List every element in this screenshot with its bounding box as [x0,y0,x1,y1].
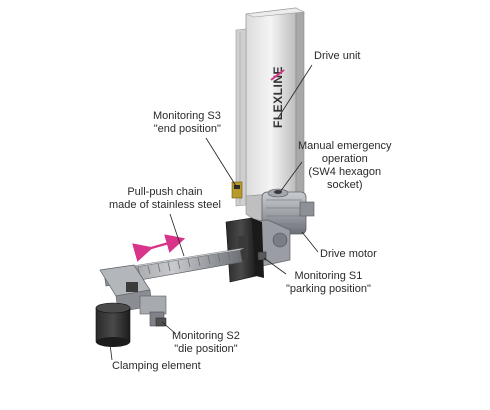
label-drive-unit: Drive unit [314,50,361,62]
monitoring-s1-switch [257,251,267,261]
monitoring-s3-switch [231,181,243,199]
leader-monitoring-s3 [205,137,237,187]
leader-monitoring-s2 [161,321,177,335]
label-clamping-element: Clamping element [112,360,201,372]
leader-monitoring-s1 [263,257,287,275]
logo-accent-mark [270,69,285,81]
label-pull-push-chain: Pull-push chain made of stainless steel [109,186,221,211]
leader-drive-unit [277,64,313,119]
label-monitoring-s3: Monitoring S3 "end position" [153,110,221,135]
flexline-logo: FLEXLINE [270,66,285,128]
leader-lines [109,64,319,361]
monitoring-s2-switch [155,317,167,327]
label-monitoring-s1: Monitoring S1 "parking position" [286,270,371,295]
label-monitoring-s2: Monitoring S2 "die position" [172,330,240,355]
leader-drive-motor [301,231,319,253]
drive-unit-column [235,7,306,221]
label-drive-motor: Drive motor [320,248,377,260]
clamping-element-cylinder [95,302,131,347]
leader-pull-push-chain [169,213,185,257]
leader-manual-emergency [279,161,303,193]
double-headed-arrow-icon [132,234,186,262]
label-manual-emergency: Manual emergency operation (SW4 hexagon … [298,140,392,191]
leader-clamping-element [109,343,113,361]
